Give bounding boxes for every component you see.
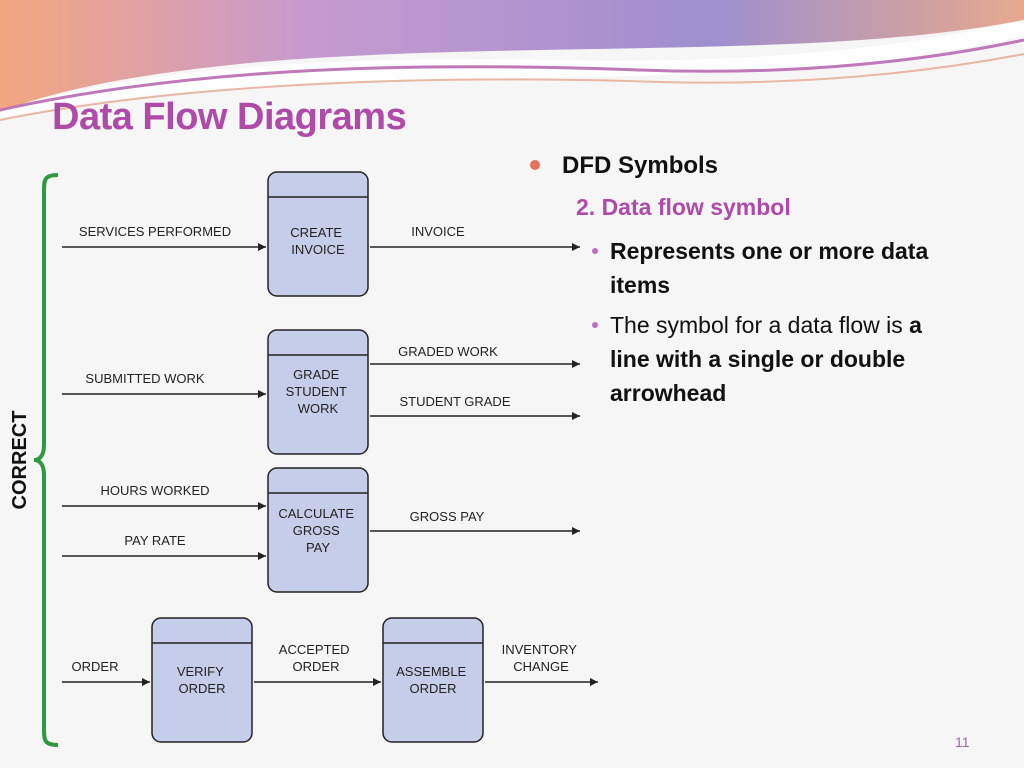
- bullet-text: The symbol for a data flow is: [610, 312, 910, 338]
- bullet-text: DFD Symbols: [562, 152, 719, 179]
- flow-label: CHANGE: [513, 659, 569, 674]
- slide-title: Data Flow Diagrams: [52, 96, 407, 138]
- process-label: WORK: [298, 401, 339, 416]
- flow-label: HOURS WORKED: [100, 483, 209, 498]
- svg-text:CREATE INVOICE: CREATE INVOICE: [290, 225, 345, 257]
- process-label: ASSEMBLE: [396, 664, 466, 679]
- process-grade-student-work: [267, 329, 369, 455]
- process-assemble-order: [382, 617, 484, 743]
- process-label: GRADE: [293, 367, 340, 382]
- process-label: PAY: [306, 540, 330, 555]
- correct-brace: [33, 173, 59, 747]
- svg-text:CALCULATE GROSS PAY: CALCULATE GROSS PAY: [278, 506, 357, 555]
- flow-label: ACCEPTED: [279, 642, 350, 657]
- flow-label: ORDER: [293, 659, 340, 674]
- correct-label: CORRECT: [9, 411, 31, 510]
- flow-label: GROSS PAY: [410, 509, 485, 524]
- flow-label: PAY RATE: [124, 533, 185, 548]
- bullet-item-2: The symbol for a data flow is a line wit…: [592, 308, 940, 410]
- svg-text:GRADE STUDENT WORK: GRADE STUDENT WORK: [286, 367, 351, 416]
- flow-label: INVOICE: [411, 224, 465, 239]
- svg-text:INVENTORY CHANGE: INVENTORY CHANGE: [502, 642, 581, 674]
- process-label: CALCULATE: [278, 506, 354, 521]
- svg-text:ACCEPTED ORDER: ACCEPTED ORDER: [279, 642, 353, 674]
- process-label: STUDENT: [286, 384, 347, 399]
- process-label: ORDER: [179, 681, 226, 696]
- process-create-invoice: [267, 171, 369, 297]
- bullet-dot-icon: [592, 322, 598, 328]
- process-calculate-gross-pay: [267, 467, 369, 593]
- process-label: ORDER: [410, 681, 457, 696]
- bullet-dot-icon: [530, 160, 540, 170]
- flow-label: ORDER: [72, 659, 119, 674]
- flow-label: INVENTORY: [502, 642, 578, 657]
- flow-label: SUBMITTED WORK: [85, 371, 204, 386]
- header-banner: [0, 0, 1024, 121]
- bullet-item-1: Represents one or more data items: [592, 234, 940, 302]
- flow-label: STUDENT GRADE: [400, 394, 511, 409]
- flow-label: GRADED WORK: [398, 344, 498, 359]
- flow-label: SERVICES PERFORMED: [79, 224, 231, 239]
- bullet-text-bold: a line with a single or double arrowhead: [610, 312, 922, 406]
- svg-text:ASSEMBLE ORDER: ASSEMBLE ORDER: [396, 664, 470, 696]
- process-label: CREATE: [290, 225, 342, 240]
- svg-text:VERIFY ORDER: VERIFY ORDER: [177, 664, 227, 696]
- dfd-diagram: CORRECT CREATE INVOICE SERVICES PERFORME…: [9, 171, 598, 747]
- bullet-level2: 2. Data flow symbol: [576, 194, 791, 220]
- bullet-dot-icon: [592, 248, 598, 254]
- process-label: INVOICE: [291, 242, 345, 257]
- process-label: GROSS: [293, 523, 340, 538]
- bullet-text: Represents one or more data items: [610, 238, 929, 298]
- process-verify-order: [151, 617, 253, 743]
- process-label: VERIFY: [177, 664, 224, 679]
- page-number: 11: [955, 734, 970, 750]
